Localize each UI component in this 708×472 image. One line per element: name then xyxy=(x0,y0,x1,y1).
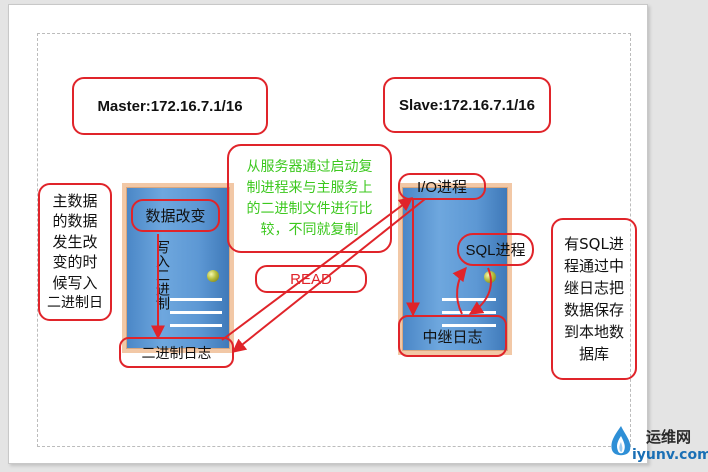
left-note-line: 主数据 xyxy=(52,191,98,210)
read-label: READ xyxy=(290,270,332,288)
left-note-line: 变的时 xyxy=(52,253,98,271)
master-server-slot xyxy=(170,298,222,301)
watermark-url: iyunv.com xyxy=(632,447,708,463)
master-server-slot xyxy=(170,311,222,314)
binlog-label: 二进制日志 xyxy=(141,345,212,362)
right-note-line: 程通过中 xyxy=(563,257,624,275)
master-server-slot xyxy=(170,324,222,327)
green-note-line: 较，不同就复制 xyxy=(260,221,359,238)
flame-logo-icon xyxy=(611,426,631,456)
slave-label-box: Slave:172.16.7.1/16 xyxy=(383,77,551,133)
arrow-sql-thread-to-relay-log xyxy=(468,267,492,315)
right-note-line: 到本地数 xyxy=(563,323,624,341)
master-label: Master:172.16.7.1/16 xyxy=(97,97,243,115)
sql-thread-box: SQL进程 xyxy=(457,233,534,266)
master-server-led xyxy=(207,270,219,282)
content-placeholder-border xyxy=(37,33,631,447)
right-note-line: 据库 xyxy=(578,345,609,363)
read-label-box: READ xyxy=(255,265,367,293)
green-note-line: 的二进制文件进行比 xyxy=(246,200,373,217)
data-change-box: 数据改变 xyxy=(131,199,220,232)
right-note-line: 有SQL进 xyxy=(564,235,624,253)
left-note-line: 候写入 xyxy=(52,273,98,292)
master-label-box: Master:172.16.7.1/16 xyxy=(72,77,268,135)
right-note-line: 继日志把 xyxy=(563,279,624,297)
left-note-line: 发生改 xyxy=(52,232,98,251)
relay-log-label: 中继日志 xyxy=(422,327,483,346)
data-change-label: 数据改变 xyxy=(145,207,206,225)
left-note-box: 主数据 的数据 发生改 变的时 候写入 二进制日 xyxy=(38,183,112,321)
slave-label: Slave:172.16.7.1/16 xyxy=(399,96,535,114)
io-thread-label: I/O进程 xyxy=(416,179,467,196)
right-note-line: 数据保存 xyxy=(563,301,624,319)
slave-server-slot xyxy=(442,298,496,301)
watermark-logo: 运维网 iyunv.com xyxy=(604,422,708,468)
left-note-line: 二进制日 xyxy=(47,295,103,311)
io-thread-box: I/O进程 xyxy=(398,173,486,200)
arrow-relay-log-to-sql-thread xyxy=(452,266,467,315)
green-note-line: 制进程来与主服务上 xyxy=(246,179,373,196)
relay-log-box: 中继日志 xyxy=(398,315,507,357)
green-note-line: 从服务器通过启动复 xyxy=(246,158,373,175)
left-note-line: 的数据 xyxy=(52,212,98,230)
green-note-box: 从服务器通过启动复 制进程来与主服务上 的二进制文件进行比 较，不同就复制 xyxy=(227,144,392,253)
arrow-io-thread-read-binlog xyxy=(231,198,426,353)
watermark-brand: 运维网 xyxy=(646,428,692,446)
right-note-box: 有SQL进 程通过中 继日志把 数据保存 到本地数 据库 xyxy=(551,218,637,380)
arrow-binlog-to-io-thread xyxy=(221,197,414,341)
sql-thread-label: SQL进程 xyxy=(465,242,526,259)
master-server xyxy=(122,183,234,353)
slave-server-slot xyxy=(442,324,496,327)
